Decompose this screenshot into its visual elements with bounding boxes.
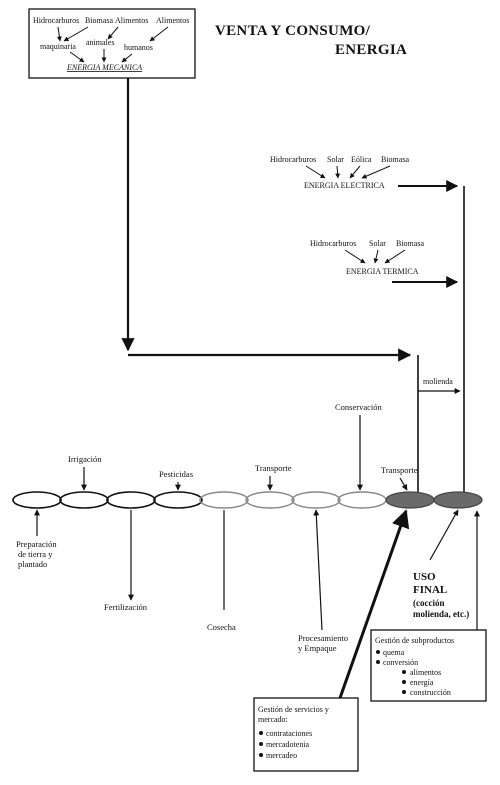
subproductos-subitem-1: alimentos	[410, 668, 441, 677]
mech-energy-label: ENERGIA MECANICA	[66, 63, 142, 72]
stage-oval-8	[337, 491, 387, 509]
stage-pesticidas: Pesticidas	[159, 469, 193, 479]
mech-source-alimentos-2: Alimentos	[156, 16, 189, 25]
servicios-item-1: contrataciones	[266, 729, 312, 738]
uso-final-line4: molienda, etc.)	[413, 609, 469, 619]
servicios-title-2: mercado:	[258, 715, 288, 724]
stage-cosecha: Cosecha	[207, 622, 236, 632]
uso-final-line3: (cocción	[413, 598, 445, 608]
mech-intermediate-maquinaria: maquinaria	[40, 42, 76, 51]
mech-source-biomasa: Biomasa	[85, 16, 113, 25]
elec-source-biomasa: Biomasa	[381, 155, 409, 164]
stage-oval-1	[12, 491, 62, 509]
stage-preparacion-1: Preparación	[16, 539, 57, 549]
electric-energy-group: Hidrocarburos Solar Eólica Biomasa ENERG…	[270, 155, 459, 192]
thermal-energy-label: ENERGIA TERMICA	[346, 267, 419, 276]
title-line1: VENTA Y CONSUMO/	[215, 23, 371, 39]
stage-procesamiento-1: Procesamiento	[298, 633, 348, 643]
subproductos-item-1: quema	[383, 648, 405, 657]
title-line2: ENERGIA	[335, 42, 407, 58]
stage-preparacion-3: plantado	[18, 559, 47, 569]
mech-intermediate-humanos: humanos	[124, 43, 153, 52]
elec-source-hidrocarburos: Hidrocarburos	[270, 155, 316, 164]
stage-oval-3	[106, 491, 156, 509]
servicios-arrow	[338, 509, 410, 699]
stage-oval-9	[385, 491, 435, 509]
stage-oval-4	[153, 491, 203, 509]
thermal-energy-group: Hidrocarburos Solar Biomasa ENERGIA TERM…	[310, 239, 459, 288]
stage-fertilizacion: Fertilización	[104, 602, 148, 612]
subproductos-subitem-3: construcción	[410, 688, 451, 697]
uso-final-label: USO FINAL (cocción molienda, etc.)	[413, 571, 469, 619]
uso-final-line1: USO	[413, 571, 436, 583]
subproductos-title: Gestión de subproductos	[375, 636, 454, 645]
food-chain-ovals	[12, 491, 483, 509]
stage-conservacion: Conservación	[335, 402, 382, 412]
servicios-box: Gestión de servicios y mercado: contrata…	[253, 697, 359, 772]
stage-transporte-1: Transporte	[255, 463, 292, 473]
subproductos-box: Gestión de subproductos quema conversión…	[370, 629, 487, 702]
stage-irrigacion: Irrigación	[68, 454, 102, 464]
subproductos-subitem-2: energía	[410, 678, 434, 687]
stage-preparacion-2: de tierra y	[18, 549, 53, 559]
thermal-source-biomasa: Biomasa	[396, 239, 424, 248]
subproductos-item-2: conversión	[383, 658, 418, 667]
thermal-source-hidrocarburos: Hidrocarburos	[310, 239, 356, 248]
elec-source-eolica: Eólica	[351, 155, 372, 164]
servicios-item-2: mercadotenia	[266, 740, 310, 749]
uso-final-line2: FINAL	[413, 584, 447, 596]
mech-source-alimentos-1: Alimentos	[115, 16, 148, 25]
elec-source-solar: Solar	[327, 155, 344, 164]
mechanical-energy-box: Hidrocarburos Biomasa Alimentos Alimento…	[28, 8, 196, 79]
thermal-source-solar: Solar	[369, 239, 386, 248]
mech-source-hidrocarburos: Hidrocarburos	[33, 16, 79, 25]
stage-oval-5	[199, 491, 249, 509]
servicios-item-3: mercadeo	[266, 751, 297, 760]
servicios-title-1: Gestión de servicios y	[258, 705, 329, 714]
elec-energy-label: ENERGIA ELECTRICA	[304, 181, 385, 190]
stage-transporte-2: Transporte	[381, 465, 418, 475]
stage-oval-6	[245, 491, 295, 509]
uso-final-arrow	[429, 509, 459, 561]
mech-intermediate-animales: animales	[86, 38, 114, 47]
stage-procesamiento-2: y Empaque	[298, 643, 337, 653]
stage-oval-7	[291, 491, 341, 509]
molienda-label: molienda	[423, 377, 453, 386]
stage-oval-10	[433, 491, 483, 509]
stage-oval-2	[59, 491, 109, 509]
